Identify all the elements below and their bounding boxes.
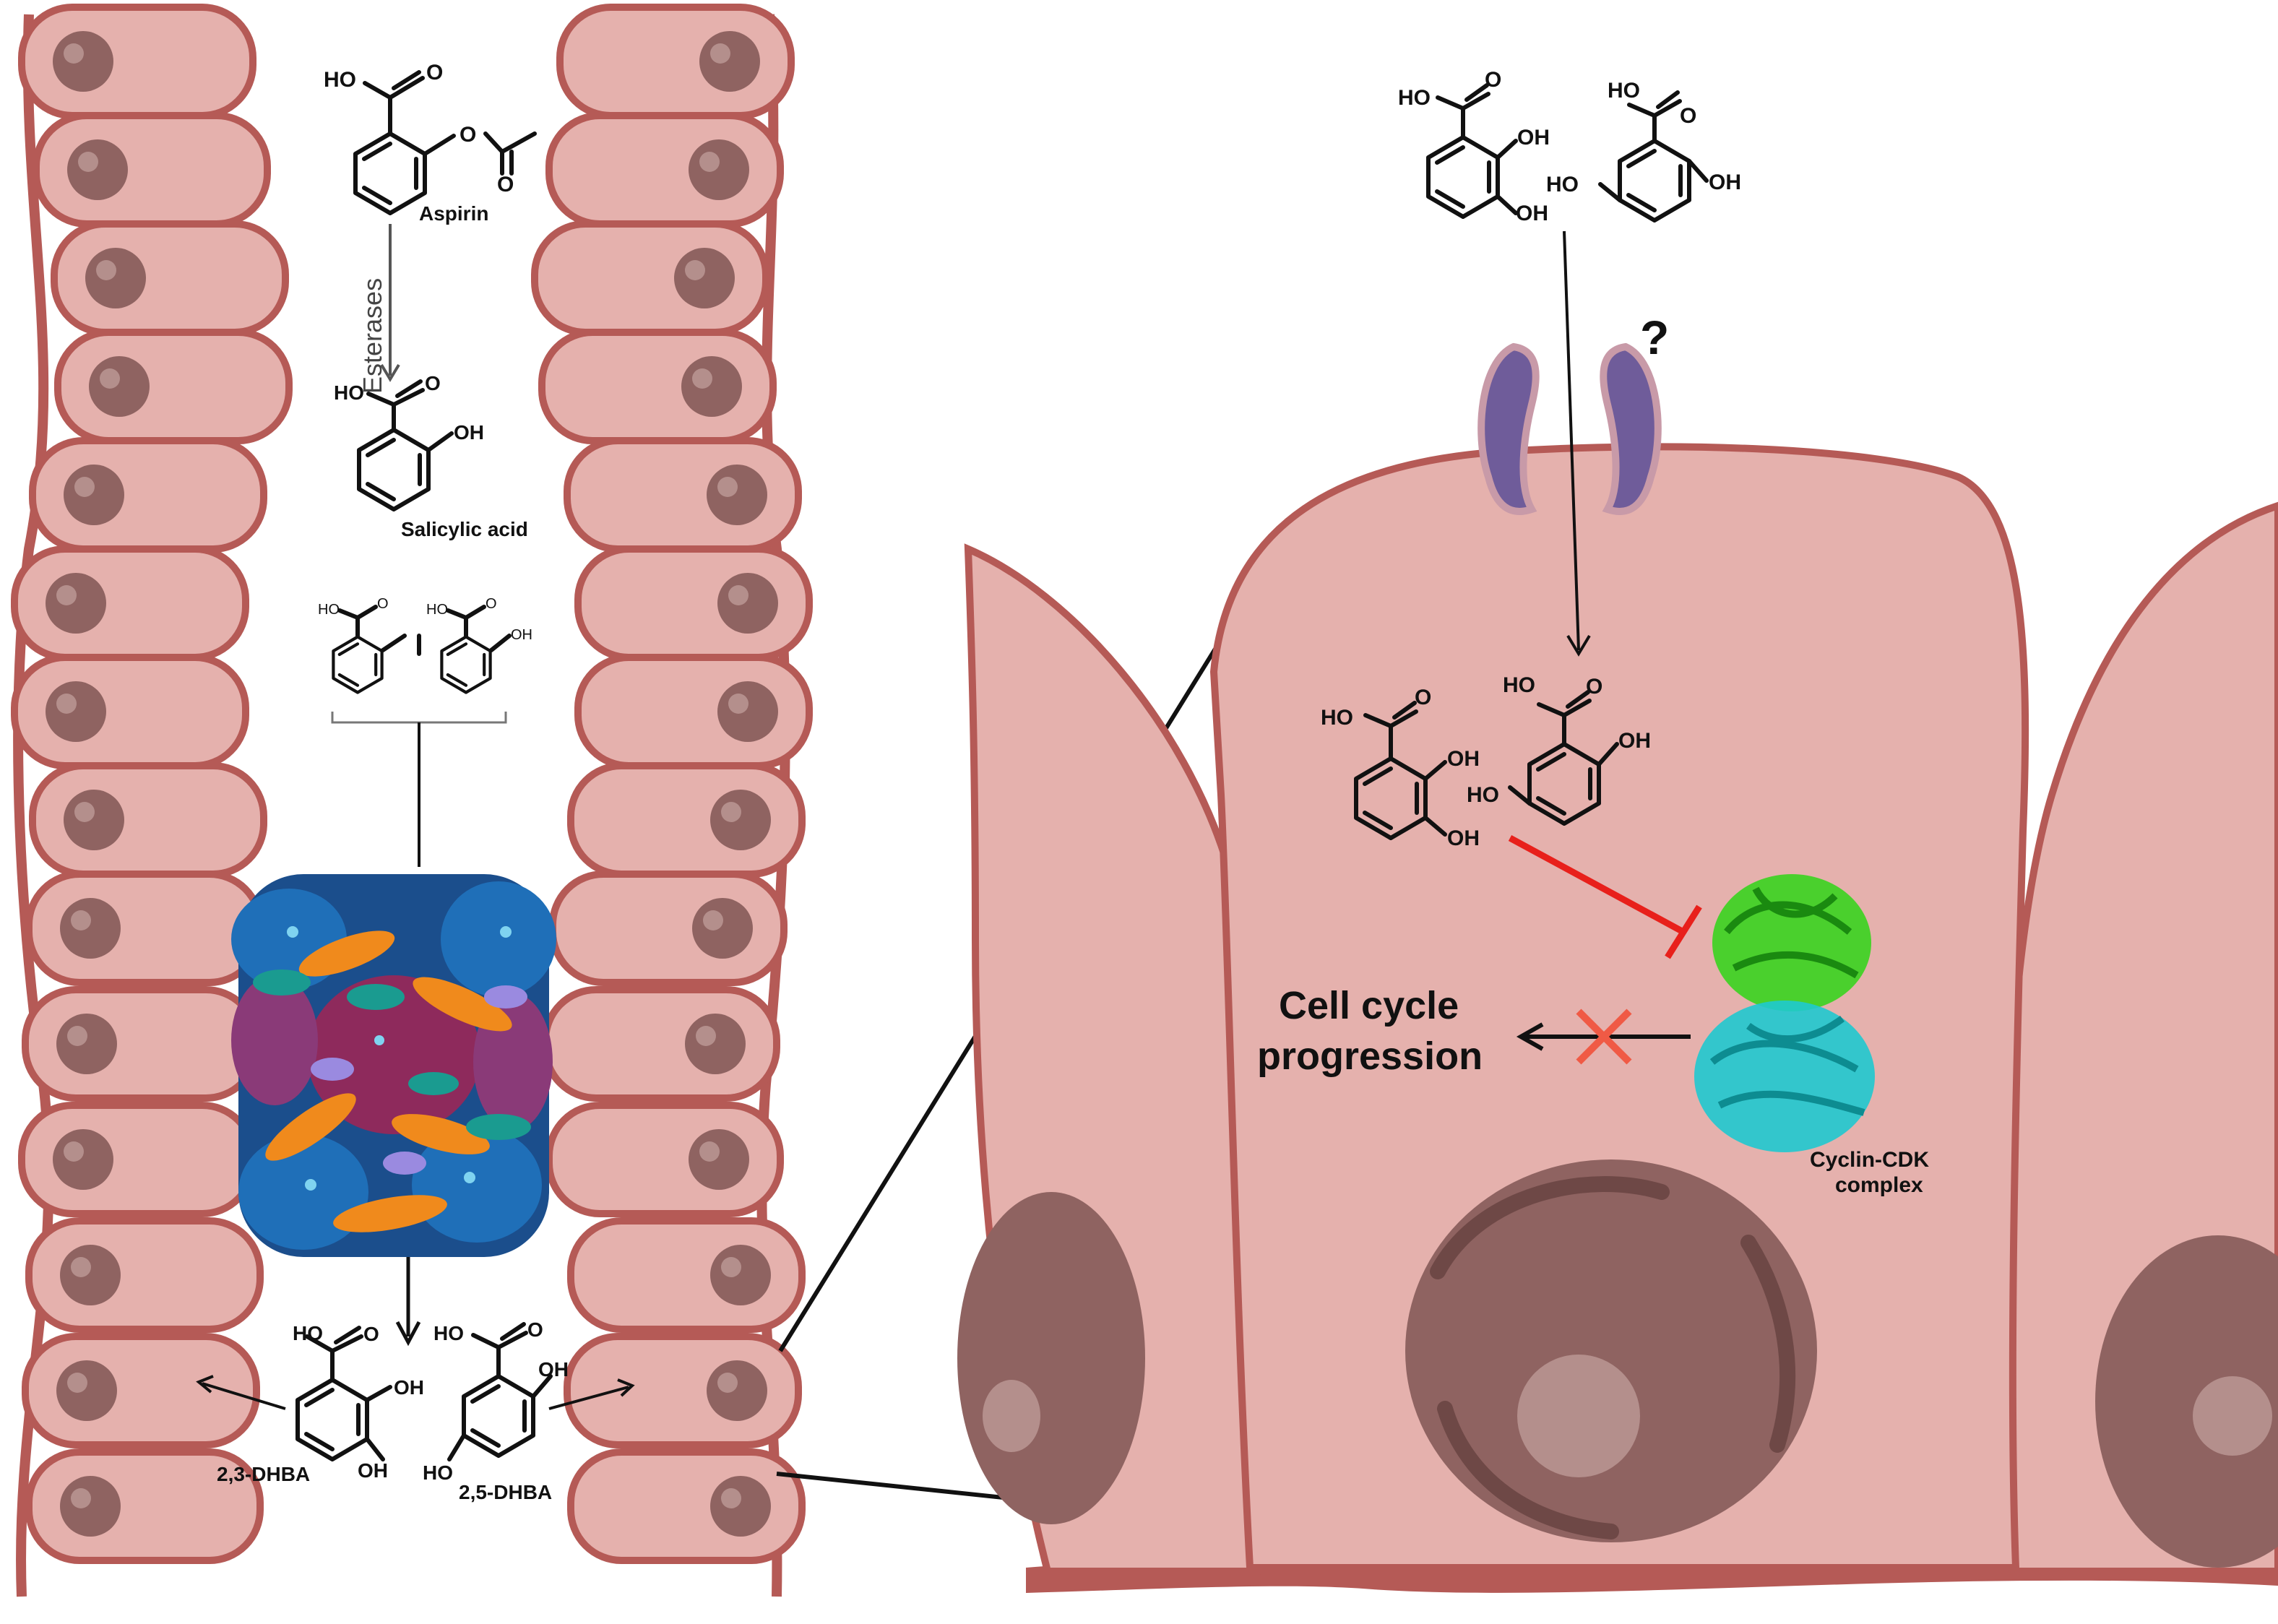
svg-text:HO: HO — [1503, 673, 1535, 697]
svg-text:OH: OH — [538, 1358, 569, 1381]
svg-text:O: O — [1586, 675, 1602, 699]
esterases-arrow: Esterases — [358, 224, 400, 394]
cell-cycle-label-line1: Cell cycle — [1279, 984, 1459, 1027]
svg-text:HO: HO — [1321, 706, 1353, 730]
svg-text:OH: OH — [358, 1459, 388, 1482]
receptor-icon: ? — [1477, 311, 1669, 515]
svg-text:O: O — [486, 596, 497, 612]
dhba23-label: 2,3-DHBA — [217, 1463, 310, 1485]
microbiota-cluster-icon — [231, 874, 556, 1257]
svg-text:OH: OH — [1517, 126, 1550, 150]
unknown-transport-question: ? — [1640, 311, 1669, 364]
cell-cycle-label-line2: progression — [1257, 1035, 1483, 1078]
svg-text:HO: HO — [324, 68, 356, 92]
dhba25-label: 2,5-DHBA — [459, 1481, 552, 1503]
dhba-pair-intracellular: HO O OH OH HO O OH HO — [1321, 673, 1651, 850]
salicylic-acid-label: Salicylic acid — [401, 518, 528, 540]
svg-text:HO: HO — [334, 381, 364, 404]
svg-text:OH: OH — [1447, 747, 1480, 771]
svg-text:O: O — [425, 372, 441, 394]
svg-text:O: O — [377, 596, 389, 612]
svg-text:O: O — [1485, 68, 1501, 92]
svg-text:HO: HO — [433, 1322, 464, 1344]
microbiota-output-arrow — [395, 1257, 421, 1347]
svg-text:O: O — [527, 1318, 543, 1341]
svg-text:O: O — [1680, 104, 1696, 128]
blocked-progression-arrow — [1516, 1008, 1691, 1065]
svg-text:HO: HO — [293, 1322, 323, 1344]
dhba23-molecule: HO O OH OH 2,3-DHBA — [196, 1322, 424, 1485]
cyclin-cdk-label-line1: Cyclin-CDK — [1810, 1148, 1929, 1172]
inhibition-arrow-icon — [1508, 835, 1702, 959]
svg-text:O: O — [497, 173, 514, 196]
dhba-pair-extracellular: HO O OH OH HO O OH HO — [1398, 68, 1741, 657]
cell-nucleus — [1405, 1159, 1817, 1542]
left-basement-membrane — [13, 14, 54, 1597]
svg-text:HO: HO — [1398, 86, 1431, 110]
left-crypt-panel: HO O O O Aspirin Esterases HO O OH — [14, 7, 809, 1597]
svg-text:OH: OH — [394, 1376, 424, 1399]
svg-text:HO: HO — [423, 1461, 453, 1484]
blocked-cross-icon — [1576, 1008, 1632, 1065]
left-epithelial-cells — [14, 7, 289, 1560]
svg-text:OH: OH — [1516, 202, 1548, 225]
aspirin-molecule: HO O O O Aspirin — [324, 61, 537, 225]
salicylate-pair: HO O HO O OH — [318, 596, 532, 867]
svg-text:O: O — [426, 61, 443, 85]
svg-text:OH: OH — [1618, 729, 1651, 753]
esterases-label: Esterases — [358, 278, 387, 394]
svg-text:HO: HO — [318, 602, 340, 618]
dhba25-molecule: HO O OH HO 2,5-DHBA — [423, 1318, 635, 1503]
svg-text:HO: HO — [1546, 173, 1579, 196]
salicylic-acid-molecule: HO O OH Salicylic acid — [334, 372, 528, 540]
cyclin-cdk-label-line2: complex — [1835, 1173, 1923, 1197]
svg-text:HO: HO — [1467, 783, 1499, 807]
svg-text:OH: OH — [511, 627, 532, 643]
svg-text:O: O — [363, 1323, 379, 1345]
svg-text:OH: OH — [1447, 826, 1480, 850]
svg-text:HO: HO — [426, 602, 448, 618]
right-zoom-panel: ? HO O OH OH HO — [957, 68, 2278, 1593]
svg-text:HO: HO — [1608, 79, 1640, 103]
protein-complex-icon — [1694, 874, 1875, 1152]
svg-text:O: O — [460, 123, 476, 147]
svg-text:OH: OH — [1709, 170, 1741, 194]
svg-text:OH: OH — [454, 421, 484, 444]
aspirin-label: Aspirin — [419, 202, 488, 225]
svg-text:O: O — [1415, 686, 1431, 709]
